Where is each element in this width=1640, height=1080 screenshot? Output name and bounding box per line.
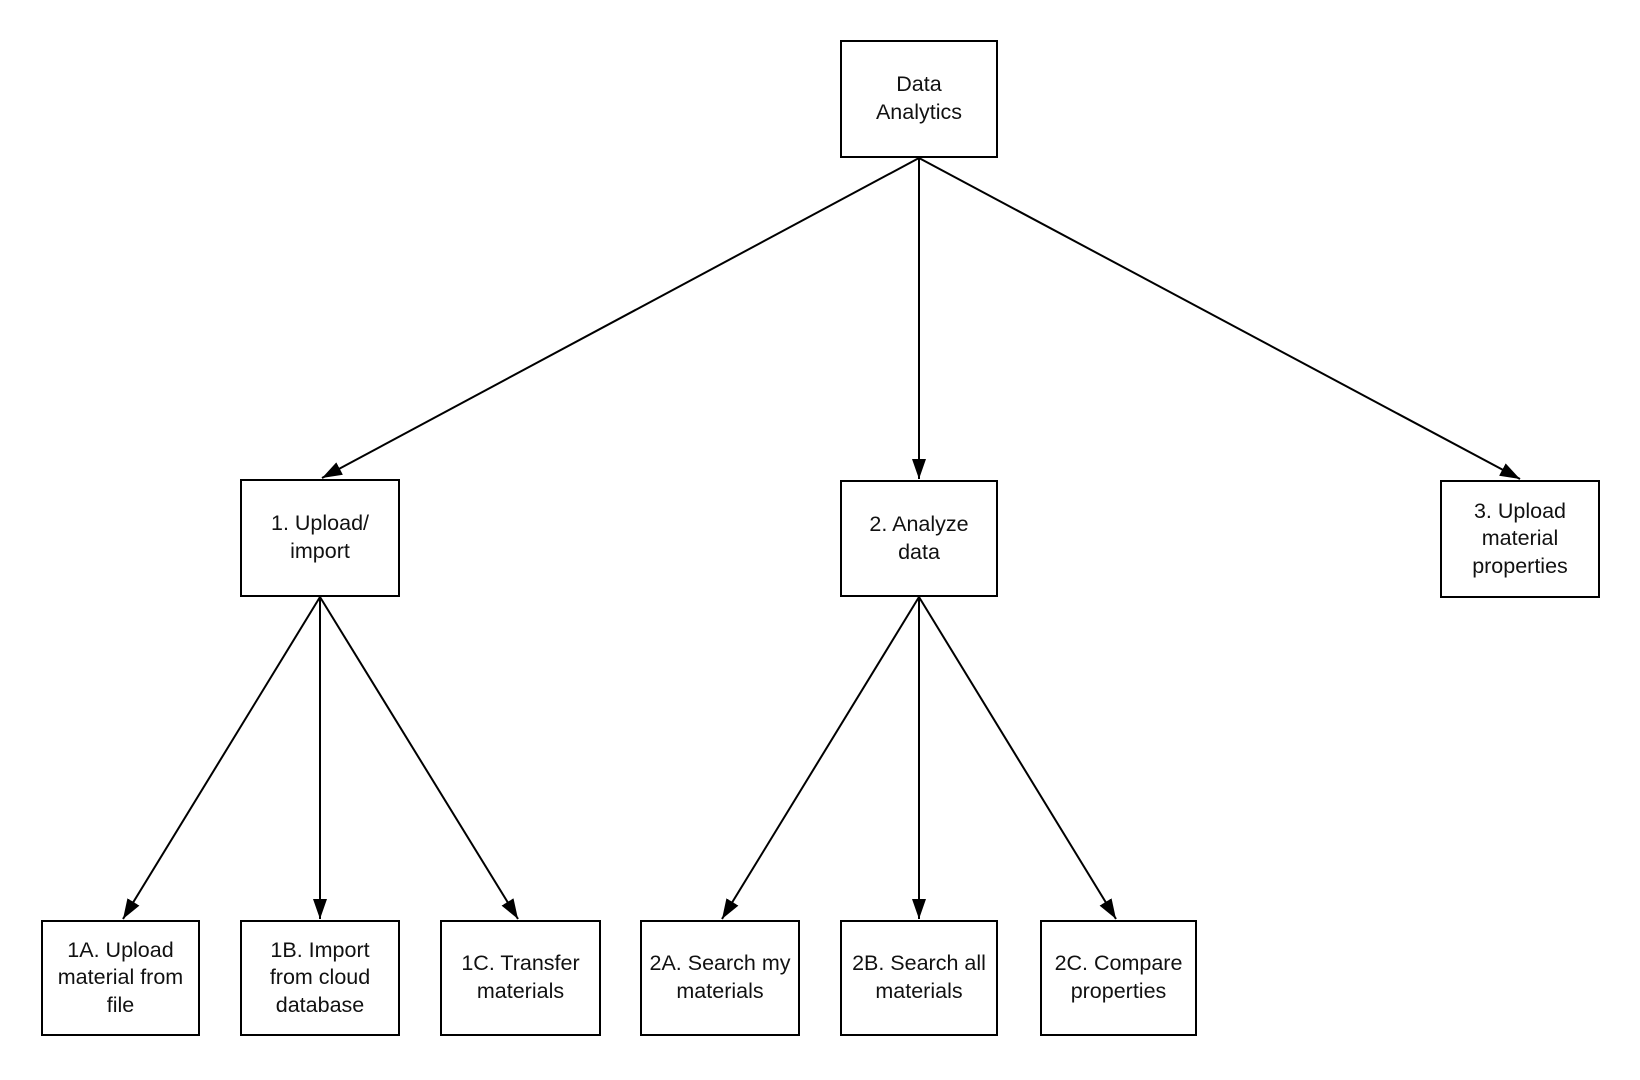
node-search-all-materials: 2B. Search all materials: [840, 920, 998, 1036]
edge-root-to-upload-import: [321, 157, 920, 479]
node-upload-material-from-file: 1A. Upload material from file: [41, 920, 200, 1036]
edge-upload-import-to-transfer-materials: [319, 596, 519, 920]
node-import-from-cloud-database: 1B. Import from cloud database: [240, 920, 400, 1036]
node-data-analytics: Data Analytics: [840, 40, 998, 158]
node-upload-import: 1. Upload/ import: [240, 479, 400, 597]
node-compare-properties: 2C. Compare properties: [1040, 920, 1197, 1036]
node-upload-material-properties: 3. Upload material properties: [1440, 480, 1600, 598]
edge-analyze-data-to-search-my-materials: [721, 596, 920, 920]
node-analyze-data: 2. Analyze data: [840, 480, 998, 597]
edge-root-to-upload-material-properties: [918, 157, 1521, 480]
edge-analyze-data-to-compare-properties: [918, 596, 1117, 920]
edge-upload-import-to-upload-material-from-file: [122, 596, 321, 920]
node-search-my-materials: 2A. Search my materials: [640, 920, 800, 1036]
node-transfer-materials: 1C. Transfer materials: [440, 920, 601, 1036]
